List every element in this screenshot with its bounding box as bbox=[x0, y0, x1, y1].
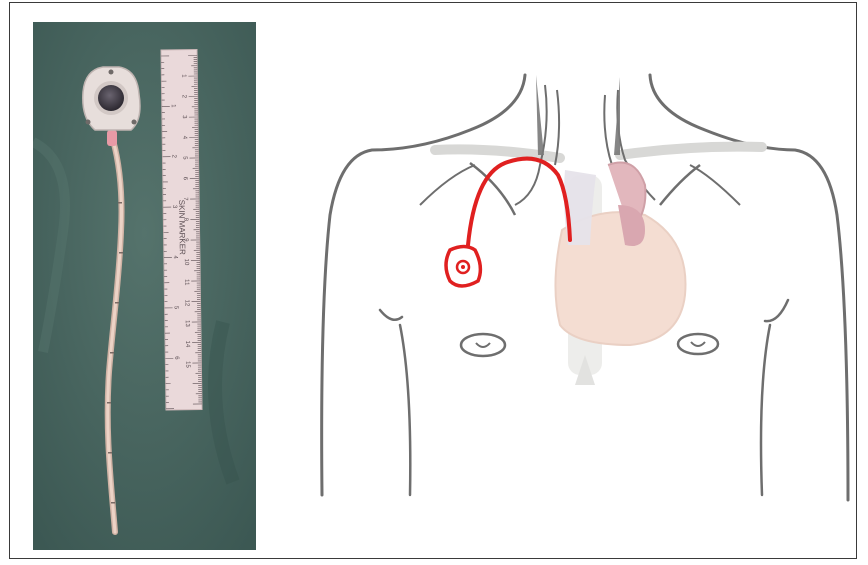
ruler-cm-number: 15 bbox=[184, 361, 190, 368]
catheter-connector bbox=[107, 130, 117, 146]
port-septum bbox=[98, 85, 124, 111]
port-housing bbox=[83, 67, 140, 130]
ruler-cm-number: 11 bbox=[183, 279, 189, 286]
port-photo: 123456789101112131415 123456 SKIN MARKER bbox=[33, 22, 256, 550]
right-nipple bbox=[678, 334, 718, 354]
ruler-brand-label: SKIN MARKER bbox=[177, 200, 187, 255]
suture-hole bbox=[86, 120, 91, 125]
suture-hole bbox=[132, 120, 137, 125]
ruler-cm-number: 13 bbox=[184, 320, 190, 327]
chest-illustration bbox=[300, 55, 860, 505]
suture-hole bbox=[109, 70, 114, 75]
ruler: 123456789101112131415 123456 SKIN MARKER bbox=[161, 49, 202, 409]
left-nipple bbox=[461, 334, 505, 356]
ruler-cm-number: 14 bbox=[184, 341, 190, 348]
ruler-cm-number: 10 bbox=[183, 259, 189, 266]
right-clavicle bbox=[620, 147, 762, 155]
port-marker bbox=[446, 247, 480, 287]
ruler-cm-number: 12 bbox=[183, 300, 189, 307]
torso-outline-left bbox=[322, 75, 525, 495]
